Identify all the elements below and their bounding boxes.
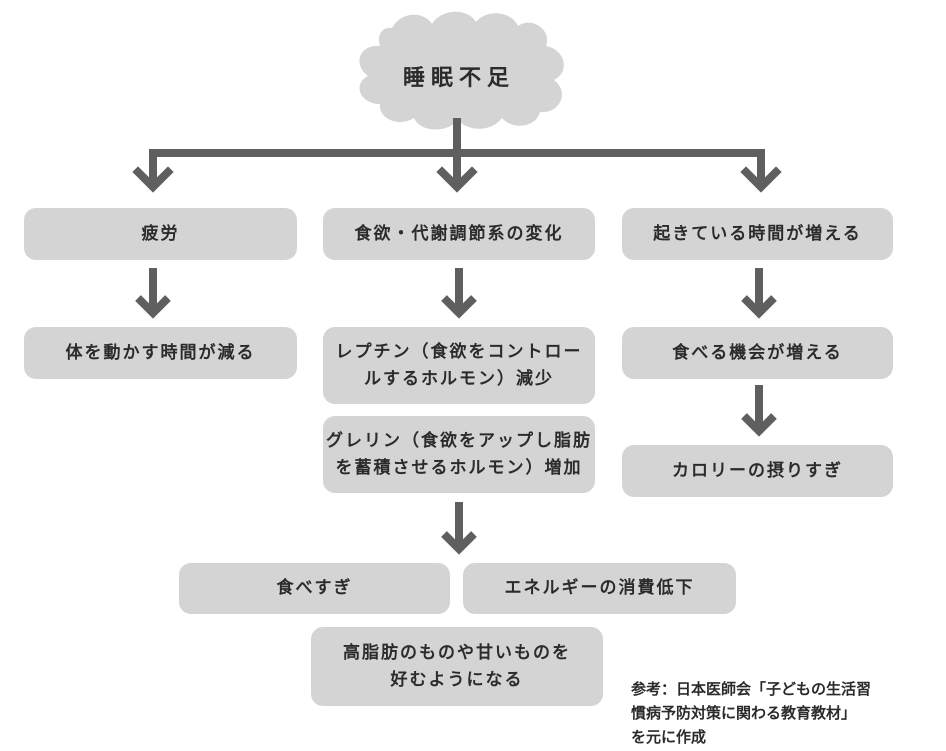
leptin-box: レプチン（食欲をコントロー ルするホルモン）減少 [323,327,595,404]
calorie-excess-box: カロリーの摂りすぎ [622,445,893,497]
ghrelin-line-1: グレリン（食欲をアップし脂肪 [326,431,592,452]
metabolism-label: 食欲・代謝調節系の変化 [354,223,564,244]
stage-arrows [135,268,777,555]
more-eating-chances-box: 食べる機会が増える [622,327,893,379]
arrow-to-awake [740,166,782,193]
fatigue-label: 疲労 [141,223,180,244]
source-note: 参考：日本医師会「子どもの生活習 慣病予防対策に関わる教育教材」 を元に作成 [631,677,931,749]
overeating-label: 食べすぎ [276,578,353,599]
preference-line-2: 好むようになる [390,669,524,690]
low-energy-box: エネルギーの消費低下 [463,563,736,614]
awake-box: 起きている時間が増える [622,208,893,260]
fatigue-box: 疲労 [24,208,297,260]
less-movement-label: 体を動かす時間が減る [65,342,256,363]
arrow-to-metabolism [436,166,478,193]
more-eating-chances-label: 食べる機会が増える [672,342,843,363]
preference-box: 高脂肪のものや甘いものを 好むようになる [311,627,603,706]
awake-label: 起きている時間が増える [653,223,862,244]
arrow-heads [132,166,782,193]
less-movement-box: 体を動かす時間が減る [24,327,297,379]
cloud-shape [359,11,564,130]
ghrelin-line-2: を蓄積させるホルモン）増加 [335,457,583,478]
preference-line-1: 高脂肪のものや甘いものを [343,643,571,664]
calorie-excess-label: カロリーの摂りすぎ [672,460,843,481]
leptin-line-1: レプチン（食欲をコントロー [335,342,583,363]
arrow-to-fatigue [132,166,174,193]
source-note-line-1: 参考：日本医師会「子どもの生活習 [631,680,872,698]
source-note-line-3: を元に作成 [631,728,707,746]
low-energy-label: エネルギーの消費低下 [504,578,695,599]
source-note-line-2: 慣病予防対策に関わる教育教材」 [631,704,857,722]
root-label: 睡眠不足 [402,66,515,91]
connector-lines [149,118,765,186]
ghrelin-box: グレリン（食欲をアップし脂肪 を蓄積させるホルモン）増加 [323,416,595,493]
metabolism-box: 食欲・代謝調節系の変化 [323,208,595,260]
overeating-box: 食べすぎ [179,563,450,614]
leptin-line-2: ルするホルモン）減少 [364,368,554,389]
